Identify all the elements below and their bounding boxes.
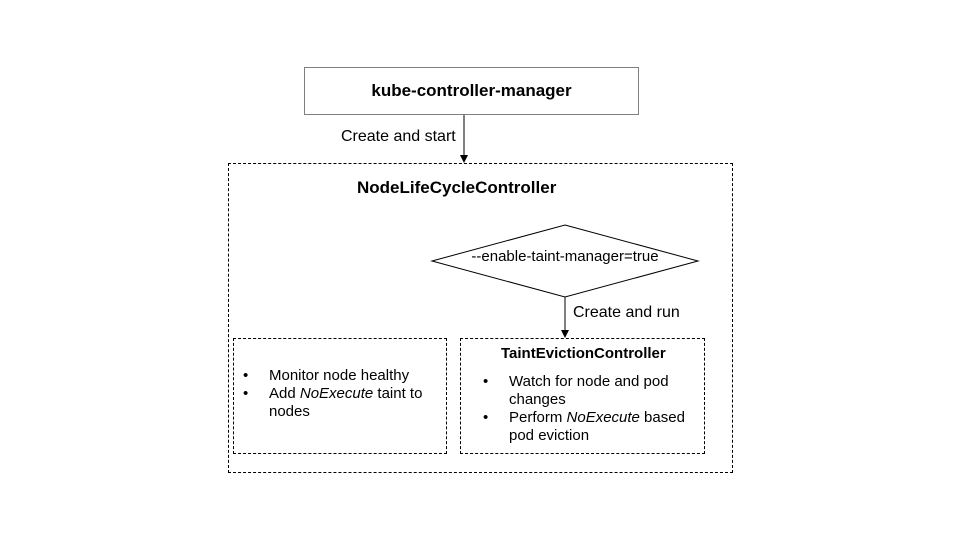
bullet-glyph: • (243, 385, 249, 402)
list-item-text: Watch for node and pod changes (509, 373, 669, 408)
list-item-text-italic: NoExecute (566, 409, 640, 426)
taint-eviction-duties-list: • Watch for node and pod changes • Perfo… (483, 373, 703, 445)
taint-eviction-controller-box (460, 338, 705, 454)
bullet-glyph: • (243, 367, 249, 384)
node-lifecycle-controller-box (228, 163, 733, 473)
list-item: • Add NoExecute taint to nodes (243, 385, 443, 421)
list-item-text-italic: NoExecute (299, 385, 374, 402)
list-item-text-pre: Add (269, 385, 300, 402)
node-lifecycle-duties-list: • Monitor node healthy • Add NoExecute t… (243, 367, 443, 421)
list-item: • Monitor node healthy (243, 367, 443, 385)
list-item: • Perform NoExecute based pod eviction (483, 409, 703, 445)
node-lifecycle-duties-box (233, 338, 447, 454)
list-item-text: Monitor node healthy (269, 367, 410, 384)
list-item: • Watch for node and pod changes (483, 373, 703, 409)
bullet-glyph: • (483, 409, 489, 426)
bullet-glyph: • (483, 373, 489, 390)
create-and-start-label: Create and start (341, 128, 456, 145)
taint-eviction-controller-title: TaintEvictionController (501, 345, 666, 362)
list-item-text-post: based pod eviction (509, 409, 685, 444)
kube-controller-manager-label: kube-controller-manager (371, 81, 572, 100)
condition-label: --enable-taint-manager=true (471, 248, 659, 265)
kube-controller-manager-box: kube-controller-manager (304, 67, 639, 115)
create-and-run-label: Create and run (573, 304, 680, 321)
list-item-text-pre: Perform (509, 409, 567, 426)
node-lifecycle-controller-title: NodeLifeCycleController (357, 178, 557, 197)
list-item-text-post: taint to nodes (269, 385, 423, 420)
